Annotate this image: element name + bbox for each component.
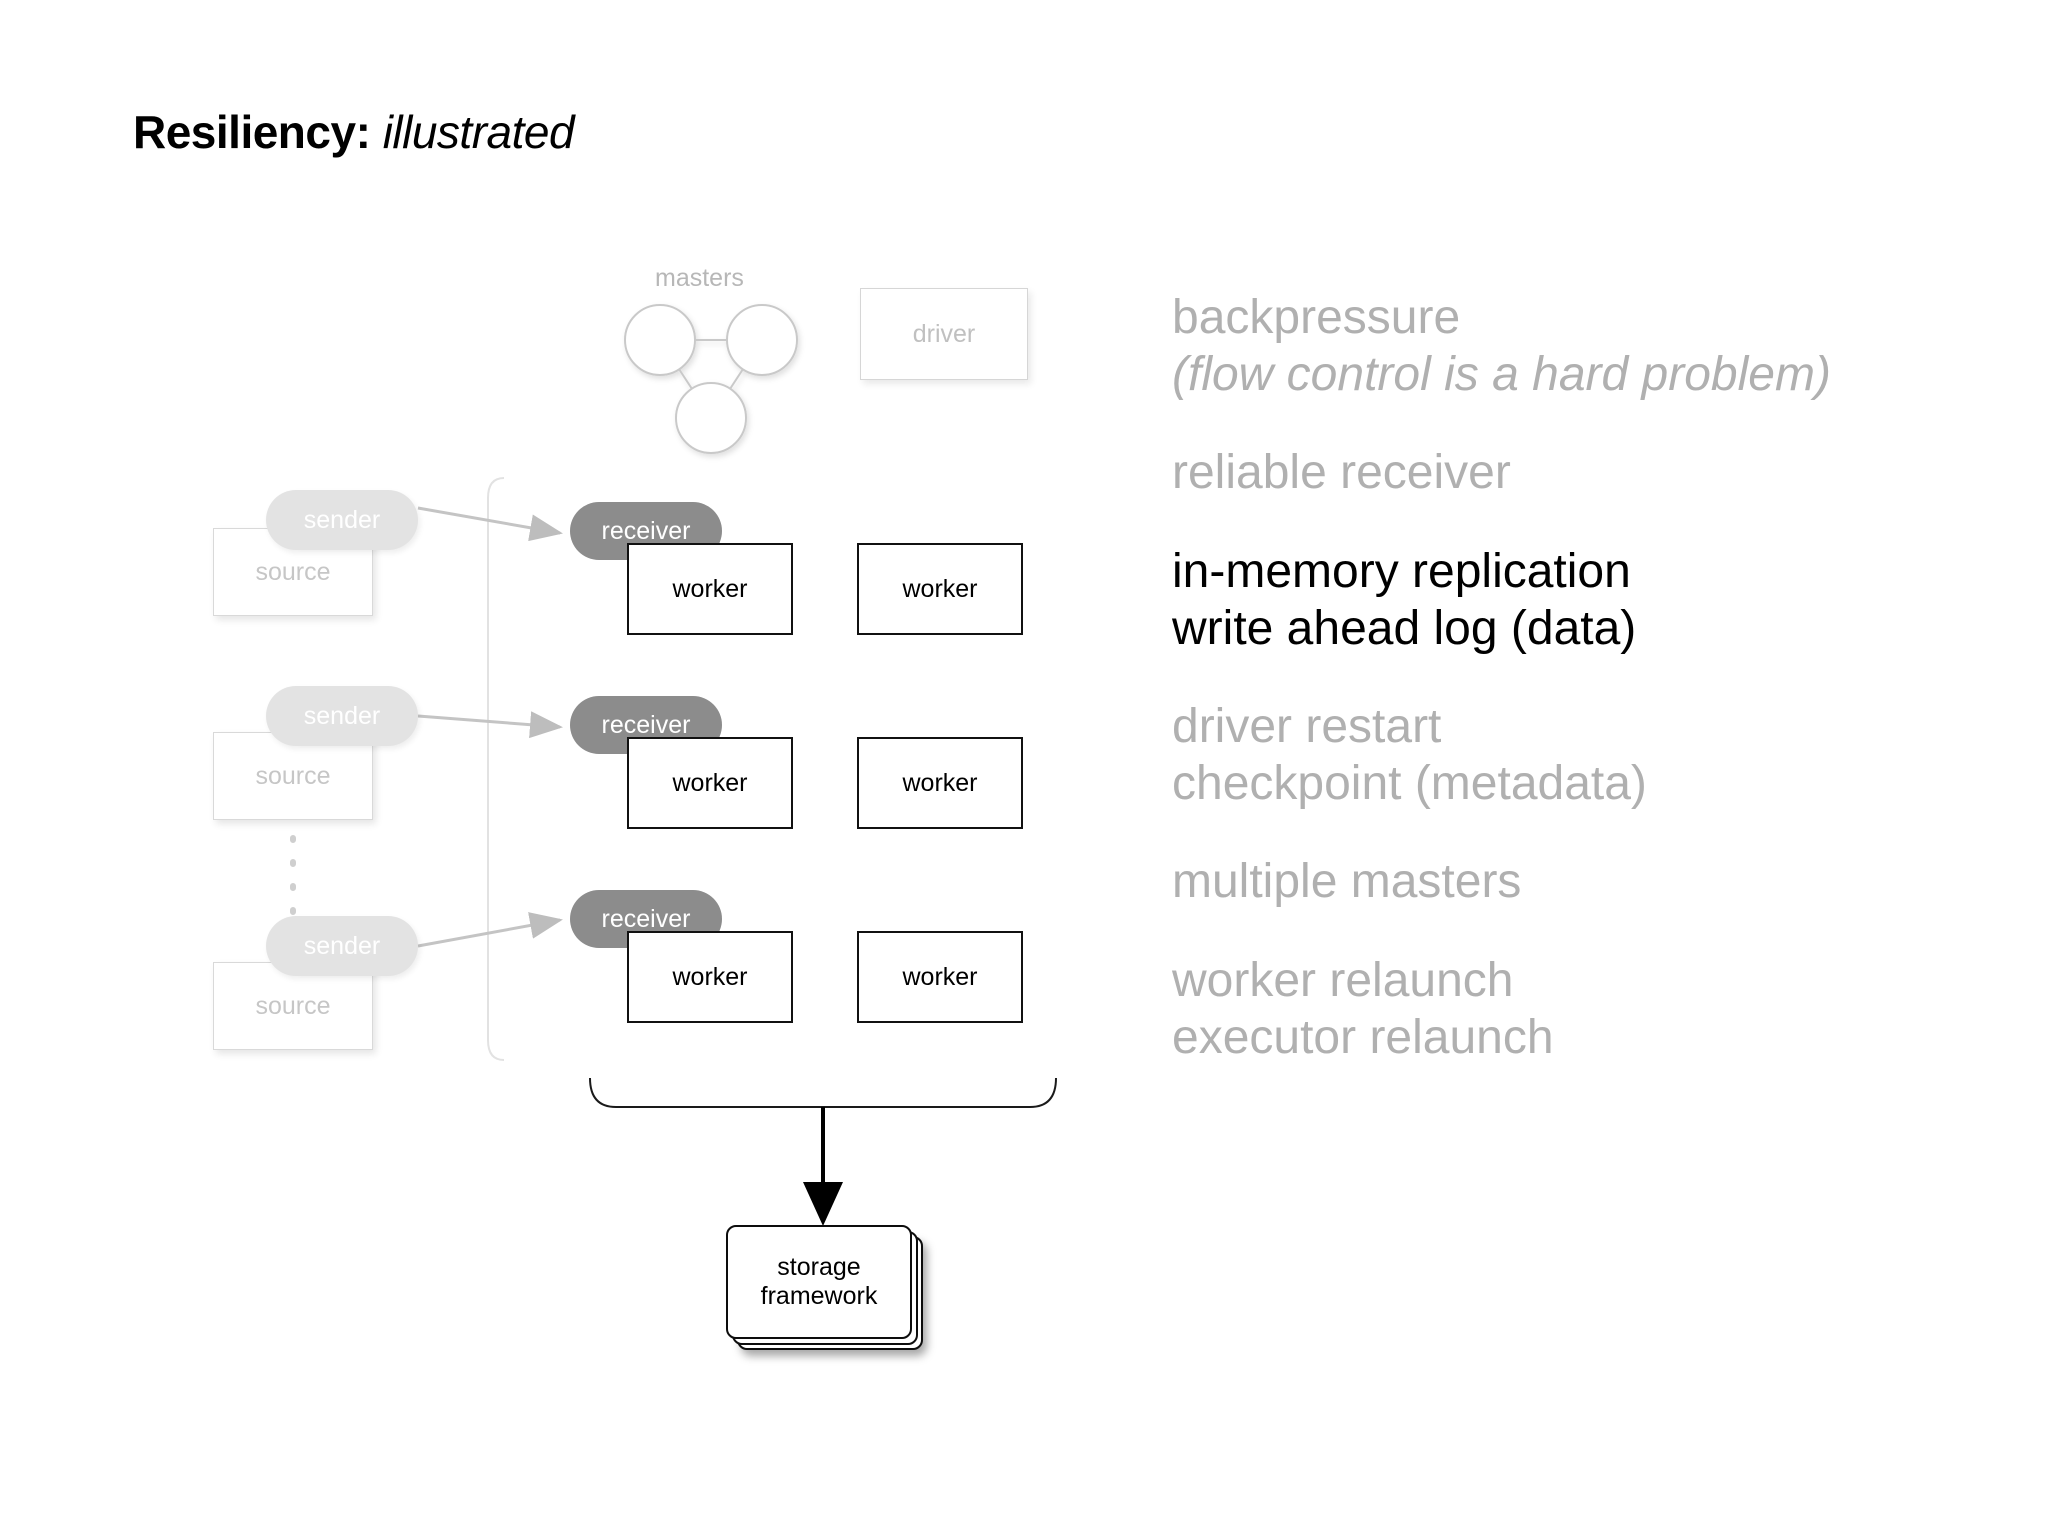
feature-group: reliable receiver <box>1172 445 2012 502</box>
resiliency-feature-list: backpressure(flow control is a hard prob… <box>1172 290 2012 1108</box>
storage-framework-box: storage framework <box>726 1225 912 1339</box>
feature-group: backpressure(flow control is a hard prob… <box>1172 290 2012 403</box>
sender-to-receiver-arrow-2 <box>417 711 563 739</box>
master-node-1 <box>624 304 696 376</box>
worker-box-1a[interactable]: worker <box>627 543 793 635</box>
sender-pill-2[interactable]: sender <box>266 686 418 746</box>
masters-label: masters <box>655 264 744 292</box>
architecture-diagram: masters driver source sender receiver wo… <box>213 264 1057 1350</box>
source-box-2[interactable]: source <box>213 732 373 820</box>
feature-line: multiple masters <box>1172 855 1522 909</box>
sender-pill-1[interactable]: sender <box>266 490 418 550</box>
feature-line: checkpoint (metadata) <box>1172 756 1647 810</box>
worker-box-3b[interactable]: worker <box>857 931 1023 1023</box>
sender-pill-3[interactable]: sender <box>266 916 418 976</box>
page-title-bold: Resiliency: <box>133 106 371 158</box>
source-box-3[interactable]: source <box>213 962 373 1050</box>
page-title: Resiliency: illustrated <box>133 105 575 159</box>
feature-line: write ahead log (data) <box>1172 601 1637 655</box>
worker-bracket <box>589 1077 1057 1108</box>
worker-box-2b[interactable]: worker <box>857 737 1023 829</box>
masters-cluster <box>624 304 798 454</box>
feature-line: in-memory replication <box>1172 544 1631 598</box>
feature-line: reliable receiver <box>1172 446 1511 500</box>
receiver-bracket <box>487 477 505 1061</box>
driver-box[interactable]: driver <box>860 288 1028 380</box>
page-title-italic: illustrated <box>382 106 575 158</box>
worker-box-2a[interactable]: worker <box>627 737 793 829</box>
feature-line: driver restart <box>1172 700 1442 754</box>
worker-box-1b[interactable]: worker <box>857 543 1023 635</box>
sender-to-receiver-arrow-3 <box>417 912 563 948</box>
feature-line: backpressure <box>1172 291 1461 344</box>
master-node-3 <box>675 382 747 454</box>
storage-framework-stack[interactable]: storage framework <box>726 1225 923 1350</box>
feature-line: (flow control is a hard problem) <box>1172 347 1831 401</box>
sender-to-receiver-arrow-1 <box>417 506 563 542</box>
diagram-vector-layer <box>290 304 1057 1226</box>
feature-group: multiple masters <box>1172 854 2012 911</box>
feature-line: worker relaunch <box>1172 954 1514 1007</box>
master-node-2 <box>726 304 798 376</box>
feature-line: executor relaunch <box>1172 1010 1554 1064</box>
worker-box-3a[interactable]: worker <box>627 931 793 1023</box>
